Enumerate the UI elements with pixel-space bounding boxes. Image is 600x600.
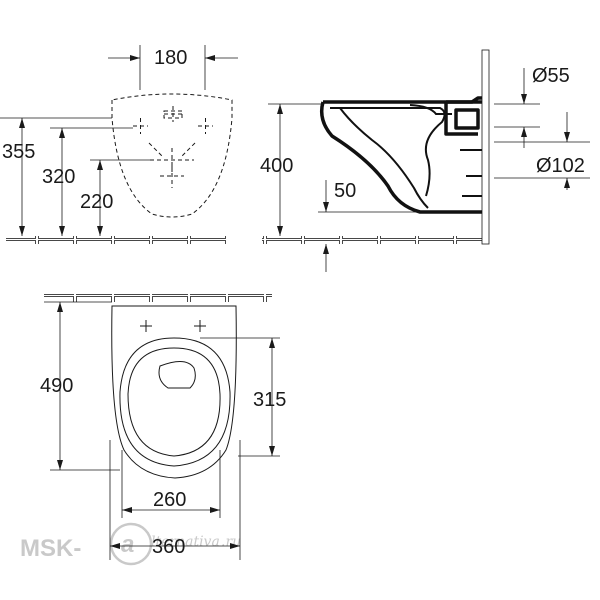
- top-view-seat-outer: [119, 337, 231, 467]
- dim-seat-315: 315: [253, 389, 286, 411]
- side-view-flange: [444, 100, 482, 136]
- side-view-floor: [262, 236, 488, 244]
- top-view-opening: [158, 361, 196, 389]
- front-view-floor: [6, 236, 228, 244]
- dim-diameter-55: Ø55: [532, 65, 570, 87]
- dim-width-260: 260: [153, 489, 186, 511]
- front-view: 180 355 320 220: [0, 45, 238, 244]
- dim-width-180: 180: [154, 47, 187, 69]
- watermark: MSK- a lternativa .ru: [20, 522, 241, 566]
- top-view: 490 315 260 360: [40, 294, 286, 560]
- dim-width-360: 360: [152, 536, 185, 558]
- upper-mounting-holes: [133, 106, 213, 134]
- dim-holes-320: 320: [42, 166, 75, 188]
- seat-hinges: [140, 320, 206, 332]
- dim-length-490: 490: [40, 375, 73, 397]
- side-view-bowl-outline: [319, 96, 482, 214]
- watermark-prefix: MSK-: [20, 535, 81, 562]
- watermark-logo-letter: a: [121, 531, 134, 558]
- lower-mounting-holes: [148, 142, 196, 188]
- top-view-bowl-outer: [111, 305, 237, 479]
- dim-height-355: 355: [2, 141, 35, 163]
- watermark-logo-ring: [109, 522, 153, 566]
- dim-holes-220: 220: [80, 191, 113, 213]
- side-view: 400 50 Ø55 Ø102: [260, 49, 590, 272]
- side-view-wall: [481, 49, 490, 245]
- top-view-seat-inner: [127, 347, 221, 457]
- top-view-wall: [44, 294, 272, 302]
- dim-diameter-102: Ø102: [536, 155, 585, 177]
- dim-height-400: 400: [260, 155, 293, 177]
- side-view-bowl-inner: [330, 107, 446, 197]
- dim-offset-50: 50: [334, 180, 356, 202]
